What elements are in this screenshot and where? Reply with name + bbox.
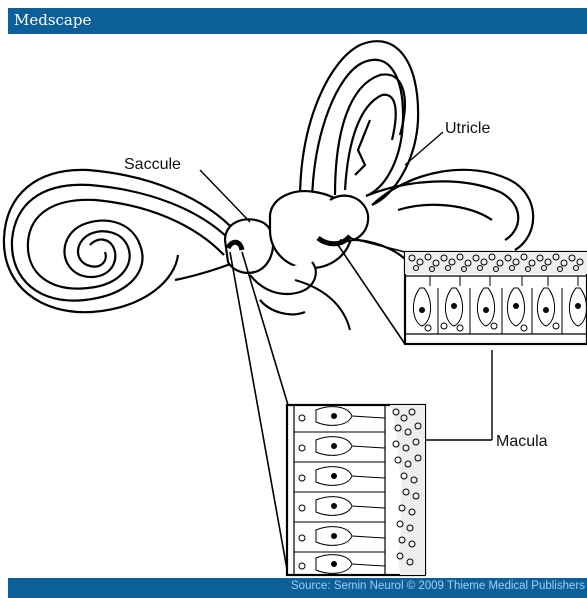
utricle-macula-inset — [405, 252, 587, 344]
vestibule — [225, 191, 368, 314]
label-macula: Macula — [496, 433, 548, 450]
source-credit: Source: Semin Neurol © 2009 Thieme Medic… — [291, 580, 585, 592]
label-saccule: Saccule — [124, 156, 181, 173]
cochlea — [4, 170, 236, 312]
saccule-macula-inset — [287, 405, 425, 575]
label-utricle: Utricle — [445, 120, 490, 137]
footer-bar: Source: Semin Neurol © 2009 Thieme Medic… — [8, 578, 587, 598]
